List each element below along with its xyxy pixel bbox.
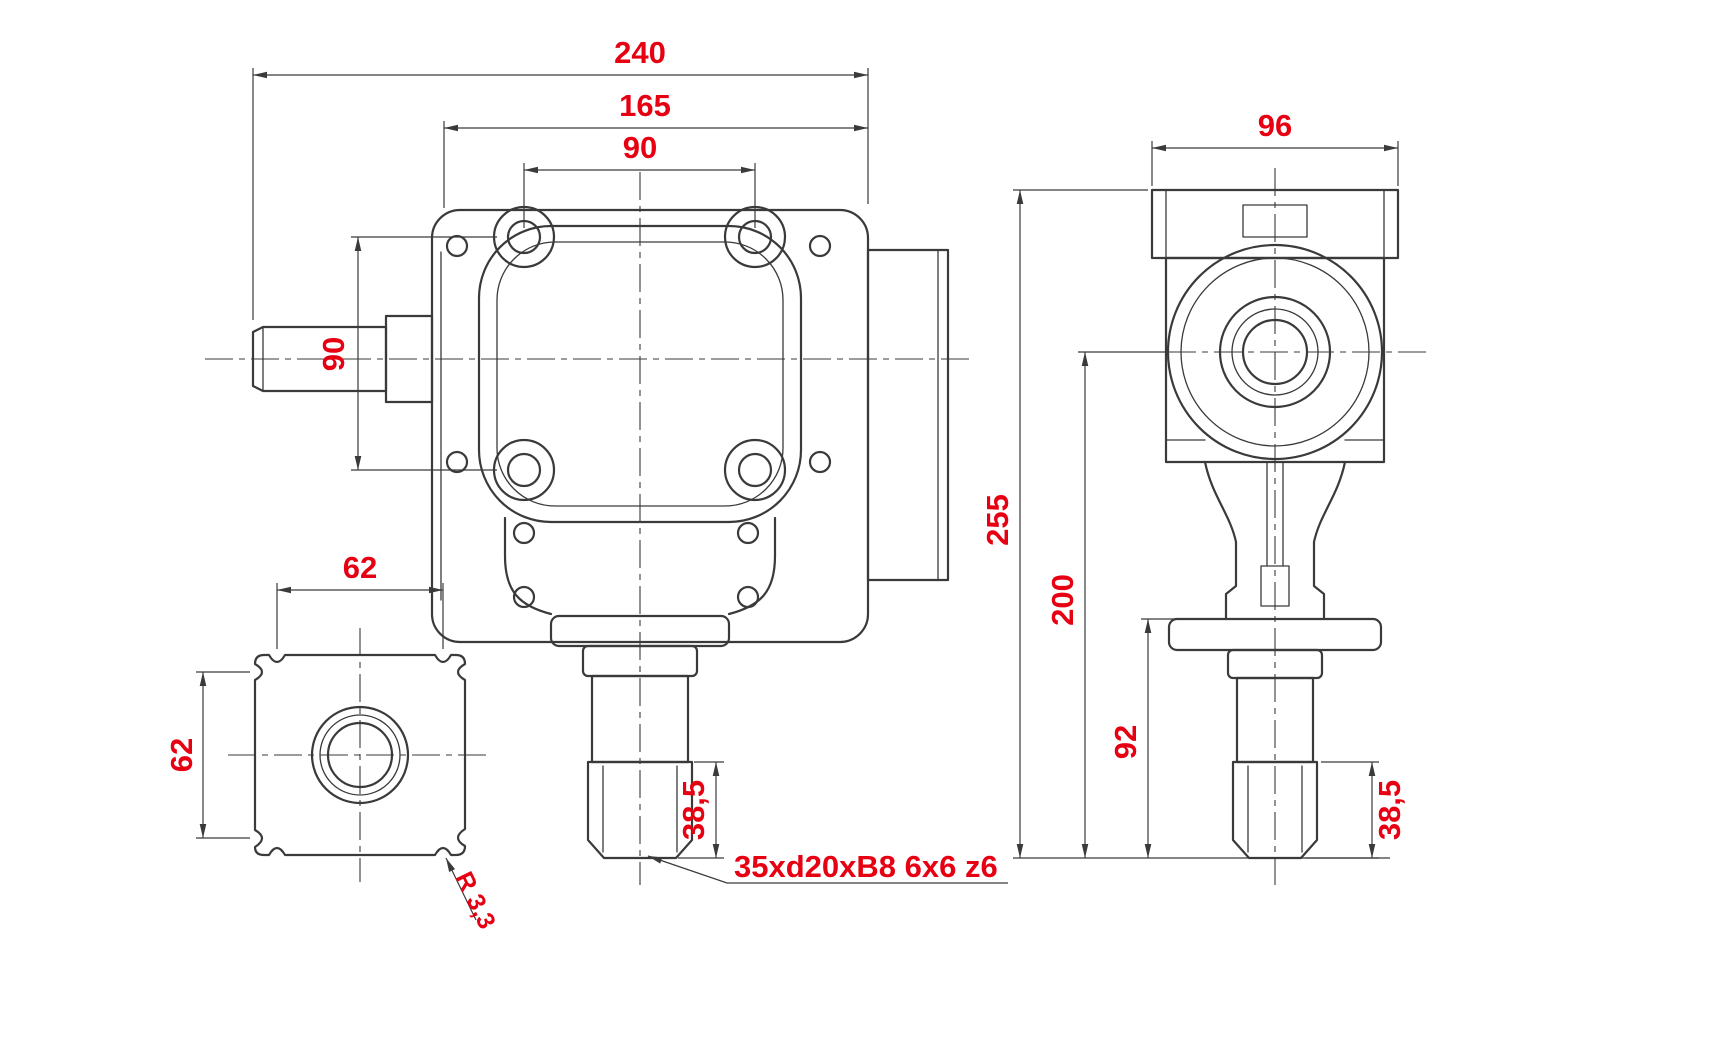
side-top-tab (1242, 204, 1308, 238)
dim-38-5-side-value: 38,5 (1372, 780, 1407, 840)
output-flange-view (253, 653, 467, 857)
dim-90-horizontal: 90 (523, 130, 756, 228)
bolt-boss-bottom-left (492, 438, 556, 502)
dim-38-5-front: 38,5 (676, 761, 724, 859)
dim-200-value: 200 (1045, 574, 1080, 626)
spline-spec-text: 35xd20xB8 6x6 z6 (734, 849, 998, 884)
input-shaft-collar (384, 314, 434, 404)
corner-hole-bottom-left (445, 450, 469, 474)
dim-240-value: 240 (614, 35, 666, 70)
dim-200: 200 (1045, 351, 1165, 858)
radius-label-text: R 3,3 (450, 867, 501, 933)
corner-hole-top-left (445, 234, 469, 258)
dim-90-vertical: 90 (316, 236, 497, 471)
dim-92: 92 (1108, 618, 1175, 858)
flange-bore-circle (326, 721, 394, 789)
lower-casing-left (503, 516, 553, 616)
corner-hole-top-right (808, 234, 832, 258)
dim-165-value: 165 (619, 88, 671, 123)
spline-spec-label: 35xd20xB8 6x6 z6 (647, 849, 1008, 884)
side-inner-key (1260, 565, 1290, 607)
side-shaft-circle (1231, 308, 1319, 396)
corner-hole-bottom-right (808, 450, 832, 474)
dim-240: 240 (252, 35, 869, 320)
dim-62-horizontal-value: 62 (343, 550, 377, 585)
side-boss-circle-2 (1180, 257, 1370, 447)
flange-boss-circle (310, 705, 410, 805)
centerlines (205, 168, 1430, 885)
flange-middle-circle (319, 714, 401, 796)
side-bell-left (1203, 460, 1238, 621)
dim-96: 96 (1151, 108, 1399, 186)
bolt-hole-bottom-left (506, 452, 542, 488)
dimensions: 240 165 90 90 62 (164, 35, 1407, 933)
side-bell-right (1312, 460, 1347, 621)
side-hub-circle (1218, 295, 1332, 409)
dim-90-vertical-value: 90 (316, 337, 351, 371)
lower-hole-1 (512, 521, 536, 545)
dim-96-value: 96 (1258, 108, 1292, 143)
dim-62-horizontal: 62 (276, 550, 444, 649)
side-view (1150, 188, 1400, 860)
dim-38-5-front-value: 38,5 (676, 780, 711, 840)
dim-165: 165 (443, 88, 868, 208)
lower-hole-2 (736, 521, 760, 545)
output-shaft-spline (586, 760, 694, 860)
flange-outline (253, 653, 467, 857)
side-flange-plate (866, 248, 950, 582)
dim-255: 255 (980, 189, 1390, 859)
front-view (251, 205, 950, 860)
bolt-hole-bottom-right (737, 452, 773, 488)
dim-255-value: 255 (980, 494, 1015, 546)
dim-62-vertical: 62 (164, 671, 250, 839)
dim-38-5-side: 38,5 (1305, 761, 1407, 859)
side-bore-circle (1241, 318, 1309, 386)
bolt-boss-bottom-right (723, 438, 787, 502)
lower-casing-right (727, 516, 777, 616)
face-contour-outer (477, 224, 803, 524)
face-contour-inner (496, 241, 784, 507)
side-boss-outer-circle (1166, 243, 1384, 461)
lower-hole-4 (736, 585, 760, 609)
dim-92-value: 92 (1108, 725, 1143, 759)
dim-90-horizontal-value: 90 (623, 130, 657, 165)
radius-label: R 3,3 (445, 857, 501, 933)
dim-62-vertical-value: 62 (164, 738, 199, 772)
lower-hole-3 (512, 585, 536, 609)
